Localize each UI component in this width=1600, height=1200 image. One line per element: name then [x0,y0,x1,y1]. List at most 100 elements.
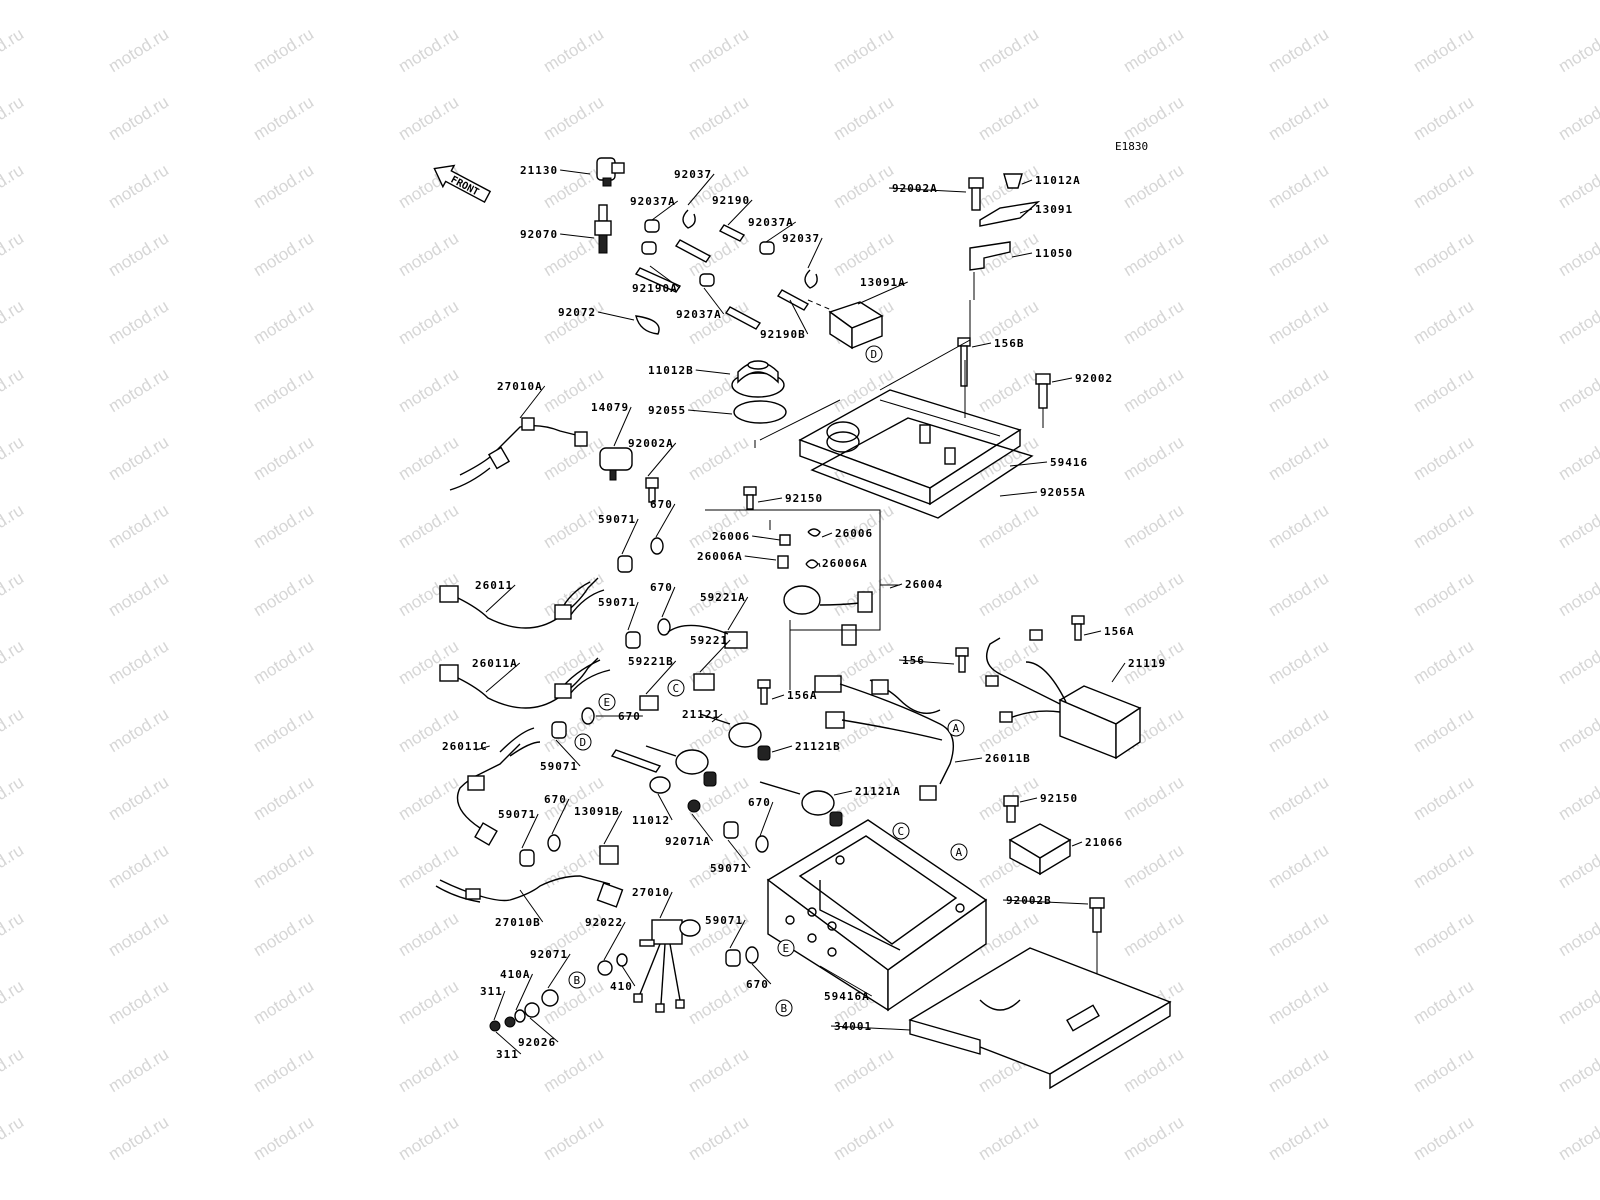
part-number-92002b: 92002B [1006,894,1052,907]
leader-line [818,562,821,568]
part-26011A-harness-icon [439,657,611,709]
leader-line [485,662,521,693]
part-27010A-harness-icon [449,417,588,491]
label-92002: 92002 [1051,372,1112,385]
part-number-26011c: 26011C [442,740,488,753]
leader-line [627,601,639,631]
part-number-92190b: 92190B [760,328,806,341]
leader-line [752,535,781,541]
label-92022: 92022 [585,916,626,961]
label-21121b: 21121B [771,740,840,753]
part-number-14079: 14079 [591,401,629,414]
leader-line [999,491,1038,497]
leader-line [971,342,992,348]
label-92072: 92072 [558,306,635,321]
label-59221a: 59221A [700,591,749,631]
label-59071_6: 59071 [705,914,746,949]
leader-line [889,583,903,589]
part-number-311_2: 311 [496,1048,519,1061]
leader-line [789,299,809,335]
ref-letter: E [783,942,790,955]
leader-line [727,839,751,869]
label-92071a: 92071A [665,813,714,848]
part-number-156b: 156B [994,337,1025,350]
label-670_4: 670 [544,793,570,835]
part-92150-bolt-top-icon [743,486,757,510]
part-number-59071_1: 59071 [598,513,636,526]
label-27010a: 27010A [497,380,546,419]
label-92055: 92055 [648,404,733,417]
part-number-156: 156 [902,654,925,667]
ref-circle [947,719,965,737]
part-number-670_6: 670 [746,978,769,991]
ref-marker-b_2: B [775,999,793,1017]
leader-line [819,965,873,997]
part-11012A-cap-icon [1003,173,1023,189]
part-number-92190a: 92190A [632,282,678,295]
part-26004-harness-icon [705,509,900,690]
ref-marker-d_1: D [865,345,883,363]
part-number-670_2: 670 [650,581,673,594]
label-21119: 21119 [1111,657,1166,683]
leader-line [729,919,746,949]
part-number-26011: 26011 [475,579,513,592]
part-number-27010: 27010 [632,886,670,899]
label-59416a: 59416A [819,965,873,1003]
label-156: 156 [898,654,955,667]
part-number-27010a: 27010A [497,380,543,393]
label-92037: 92037 [674,168,715,206]
leader-line [519,385,546,419]
part-92022-washer-icon [597,960,613,976]
label-21066: 21066 [1071,836,1122,849]
label-92037a_2: 92037A [748,216,797,243]
label-92055a: 92055A [999,486,1085,499]
part-number-311_1: 311 [480,985,503,998]
ref-circle [568,971,586,989]
part-92026-nut-icon [524,1002,540,1018]
ref-letter: E [604,696,611,709]
part-number-26006_2: 26006 [835,527,873,540]
leader-line [727,199,753,226]
part-59221B-connector-icon [639,695,659,711]
leader-line [621,965,636,987]
part-26011-harness-icon [439,577,605,629]
label-59071_3: 59071 [540,739,581,773]
part-14079-sensor-icon [599,447,633,481]
ref-circle [667,679,685,697]
leader-line [475,745,490,751]
label-26011b: 26011B [954,752,1030,765]
ref-letter: A [953,722,960,735]
part-number-92037a_1: 92037A [630,195,676,208]
ref-letter: C [898,825,905,838]
part-number-59221: 59221 [690,634,728,647]
leader-line [598,311,635,321]
label-59221b: 59221B [628,655,677,695]
label-670_5: 670 [748,796,774,837]
part-number-92071a: 92071A [665,835,711,848]
ref-letter: B [574,974,581,987]
part-number-21119: 21119 [1128,657,1166,670]
label-26006a_2: 26006A [818,557,867,570]
label-92002a_top: 92002A [888,182,967,195]
part-13091A-block-icon [828,301,884,350]
leader-line [560,169,591,175]
label-26011a: 26011A [472,657,521,693]
part-11012B-cap-icon [731,360,785,398]
ref-marker-e_2: E [777,939,795,957]
label-26006_1: 26006 [712,530,781,543]
label-14079: 14079 [591,401,632,447]
part-92055-o-ring-icon [733,400,787,424]
part-number-11012a: 11012A [1035,174,1081,187]
leader-line [1111,662,1126,683]
part-number-92002a_mid: 92002A [628,437,674,450]
leader-line [651,200,679,221]
part-number-21121: 21121 [682,708,720,721]
leader-line [1019,797,1038,803]
leader-line [529,1017,559,1043]
leader-line [699,639,731,673]
part-number-92002a_top: 92002A [892,182,938,195]
label-13091b: 13091B [574,805,623,845]
part-92190-hose-icon [634,224,856,330]
